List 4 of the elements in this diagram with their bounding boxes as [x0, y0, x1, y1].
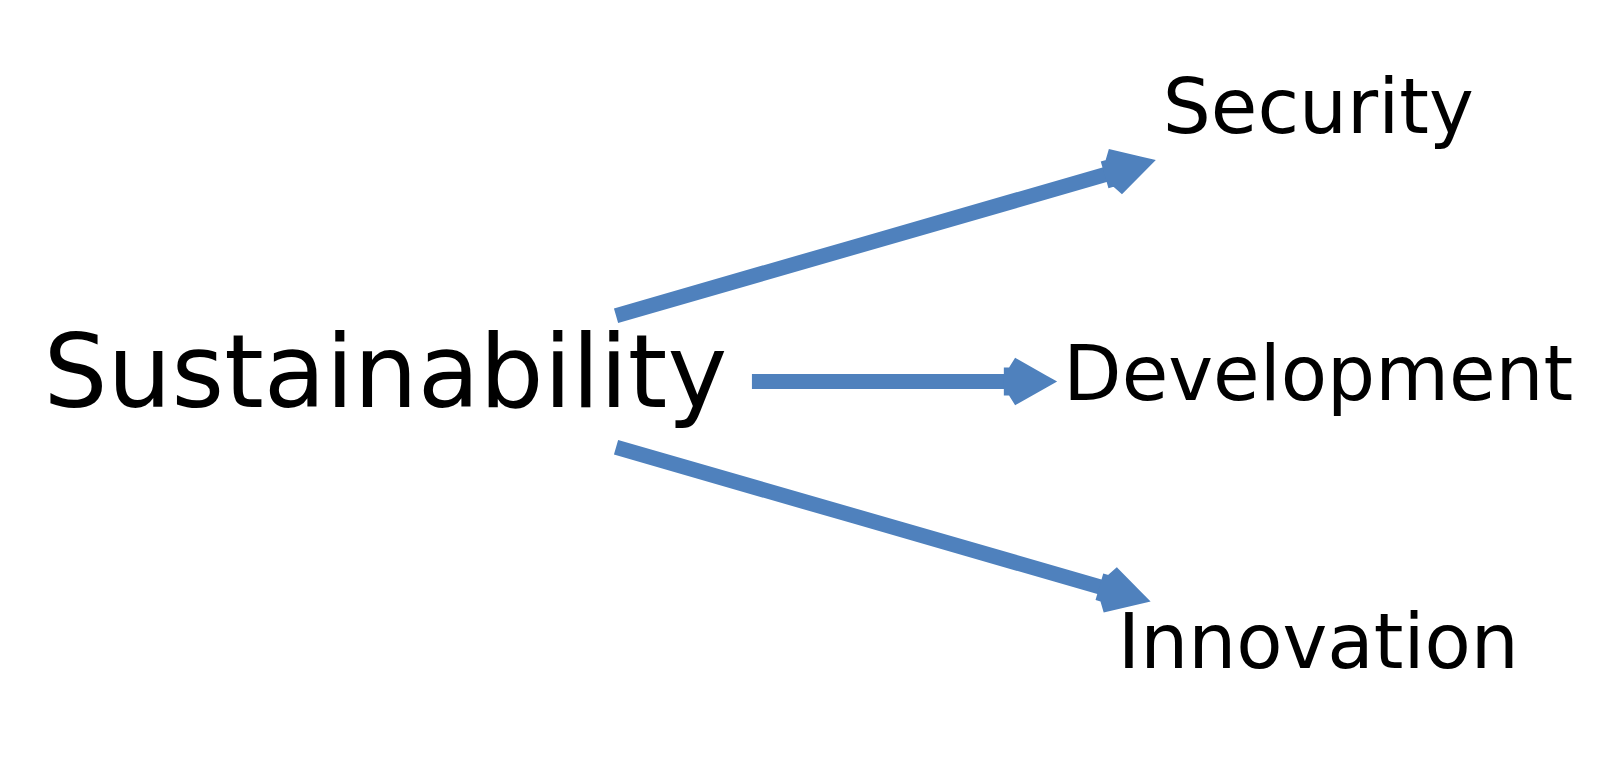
node-text: Security	[1162, 62, 1474, 151]
node-text: Innovation	[1117, 597, 1519, 686]
node-text: Development	[1063, 329, 1574, 418]
node-text: Sustainability	[43, 312, 728, 431]
